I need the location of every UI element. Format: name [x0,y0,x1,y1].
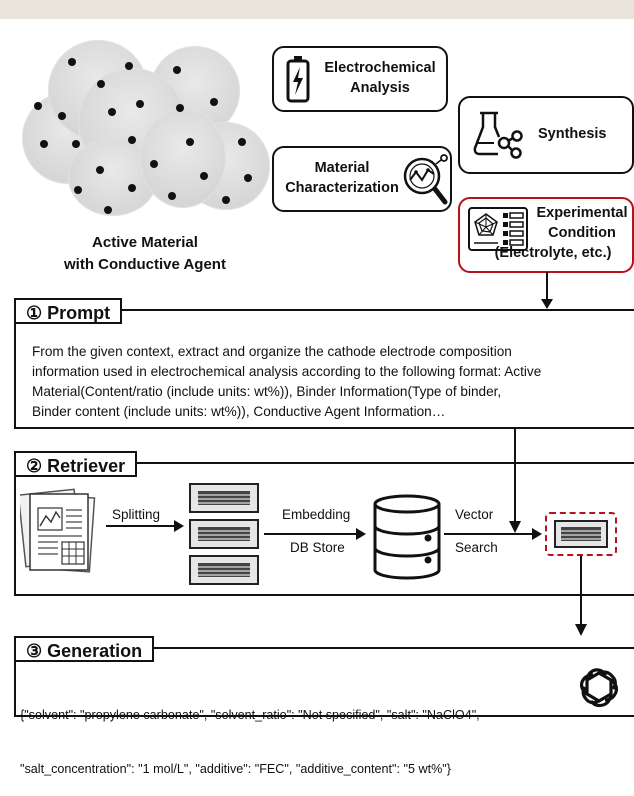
card-label-line: Synthesis [538,126,607,142]
generation-output: {"solvent": "propylene carbonate", "solv… [20,670,480,796]
conductive-agent-dot [136,100,144,108]
card-experimental-condition[interactable]: Experimental Condition (Electrolyte, etc… [458,197,634,273]
conductive-agent-dot [74,186,82,194]
conductive-agent-dot [176,104,184,112]
magnifier-chart-icon [403,154,448,205]
prompt-line: From the given context, extract and orga… [32,344,512,359]
radar-chart-icon [468,207,528,251]
splitting-label: Splitting [112,507,161,522]
generation-line: "salt_concentration": "1 mol/L", "additi… [20,762,451,776]
card-label-line: Condition [548,225,616,241]
card-label: Experimental Condition (Electrolyte, etc… [495,203,634,263]
flask-icon [473,111,523,159]
database-icon [373,494,441,580]
retrieved-chunk-icon [554,520,608,548]
card-label-line: (Electrolyte, etc.) [494,245,612,261]
card-label-line: Experimental [536,205,628,221]
conductive-agent-dot [238,138,246,146]
caption-line: Active Material [92,234,198,251]
card-label-line: Electrochemical [324,60,436,76]
conductive-agent-dot [125,62,133,70]
conductive-agent-dot [210,98,218,106]
embedding-label: Embedding [282,507,351,522]
active-material-caption: Active Material with Conductive Agent [30,232,260,276]
conductive-agent-dot [128,136,136,144]
conductive-agent-dot [108,108,116,116]
card-label: Material Characterization [278,158,406,198]
generation-title: ③ Generation [14,636,155,662]
prompt-line: information used in electrochemical anal… [32,364,542,379]
top-strip [0,0,634,19]
card-label-line: Characterization [285,180,399,196]
card-label-line: Material [314,160,370,176]
arrow-experimental-to-prompt [541,272,553,309]
prompt-line: Binder content (include units: wt%)), Co… [32,404,446,419]
arrow-splitting [106,520,184,532]
conductive-agent-dot [34,102,42,110]
generation-line: {"solvent": "propylene carbonate", "solv… [20,708,480,722]
prompt-line: Material(Content/ratio (include units: w… [32,384,502,399]
card-material-characterization[interactable]: Material Characterization [272,146,452,212]
arrow-vector-search [444,528,542,540]
prompt-title: ① Prompt [14,298,123,324]
conductive-agent-dot [68,58,76,66]
caption-line: with Conductive Agent [64,256,226,273]
conductive-agent-dot [40,140,48,148]
card-label-line: Analysis [350,80,410,96]
conductive-agent-dot [58,112,66,120]
conductive-agent-dot [222,196,230,204]
card-label: Synthesis [538,124,634,144]
conductive-agent-dot [96,166,104,174]
search-label: Search [455,540,498,555]
battery-charging-icon [286,56,310,103]
conductive-agent-dot [244,174,252,182]
conductive-agent-dot [200,172,208,180]
conductive-agent-dot [128,184,136,192]
particle [140,108,226,208]
vector-label: Vector [455,507,494,522]
retriever-title: ② Retriever [14,451,138,477]
document-stack-icon [20,488,96,573]
openai-logo-icon [579,668,619,708]
conductive-agent-dot [97,80,105,88]
arrow-prompt-to-retriever [509,429,521,533]
prompt-text: From the given context, extract and orga… [32,342,632,422]
db-store-label: DB Store [290,540,345,555]
arrow-embedding [264,528,366,540]
conductive-agent-dot [168,192,176,200]
conductive-agent-dot [186,138,194,146]
conductive-agent-dot [72,140,80,148]
prompt-section [14,309,634,429]
retrieved-chunk-highlight [545,512,617,556]
retriever-section [14,462,634,596]
card-electrochemical-analysis[interactable]: Electrochemical Analysis [272,46,448,112]
card-synthesis[interactable]: Synthesis [458,96,634,174]
conductive-agent-dot [173,66,181,74]
card-label: Electrochemical Analysis [316,58,444,98]
arrow-retriever-to-generation [575,556,587,636]
chunks-icon [189,483,259,585]
conductive-agent-dot [104,206,112,214]
conductive-agent-dot [150,160,158,168]
